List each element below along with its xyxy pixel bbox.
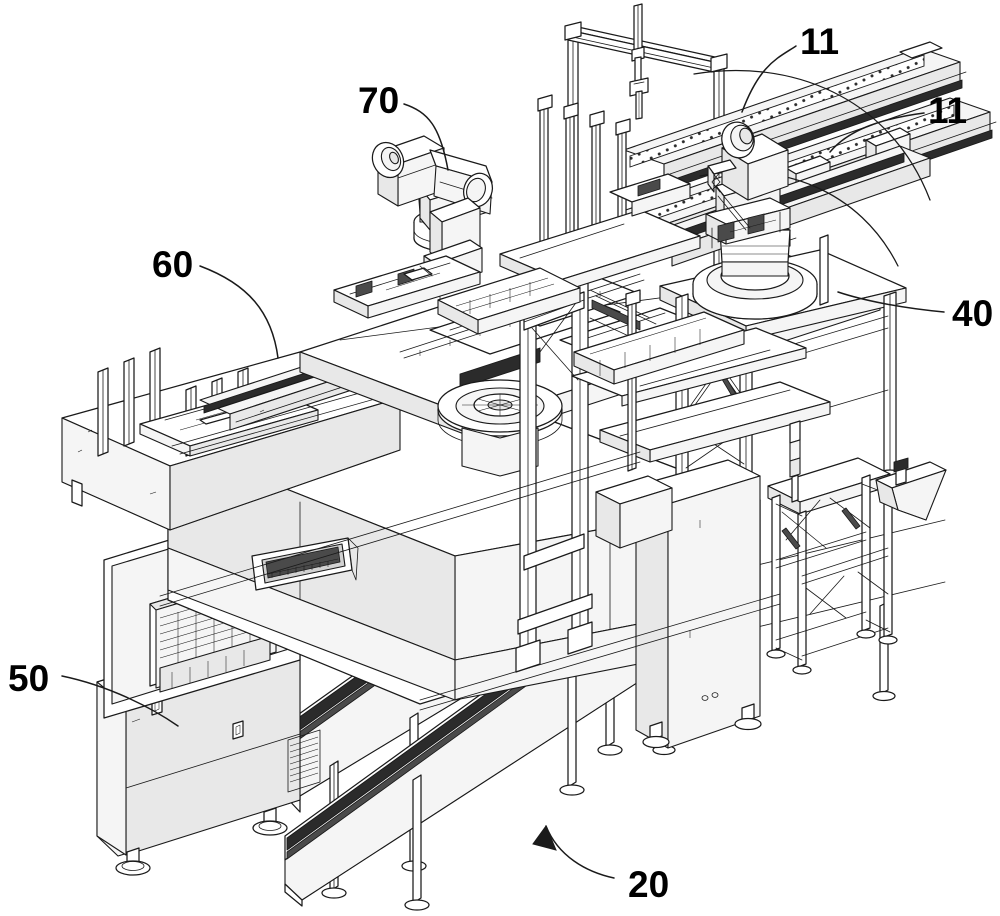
leader-11a xyxy=(741,45,797,113)
robot-gripper-right xyxy=(705,197,791,249)
callout-11-right: 11 xyxy=(928,90,968,131)
feeder-module xyxy=(437,267,581,335)
callout-11-upper: 11 xyxy=(800,21,840,62)
tall-cabinet xyxy=(635,459,762,749)
machine-base-rail xyxy=(159,451,781,711)
leader-11b xyxy=(829,112,925,153)
leader-20 xyxy=(532,824,615,879)
leader-60 xyxy=(199,265,279,359)
conveyor-module-right xyxy=(573,311,745,385)
leader-70 xyxy=(403,103,449,171)
leader-lines xyxy=(61,45,945,879)
side-box xyxy=(595,475,673,549)
leader-50 xyxy=(61,675,179,727)
callout-50: 50 xyxy=(8,658,50,699)
callout-60: 60 xyxy=(152,244,194,285)
robot-arm-right xyxy=(692,121,818,320)
callout-70: 70 xyxy=(358,80,400,121)
discharge-chute xyxy=(875,457,947,521)
cabinet-vent xyxy=(287,729,321,793)
leader-40 xyxy=(837,291,945,313)
signal-tower xyxy=(789,420,801,503)
transfer-mechanism-left xyxy=(333,255,481,319)
callout-40: 40 xyxy=(952,293,994,334)
callout-20: 20 xyxy=(628,864,670,905)
mid-shelves xyxy=(571,327,831,463)
robot-arm-left xyxy=(371,135,494,303)
